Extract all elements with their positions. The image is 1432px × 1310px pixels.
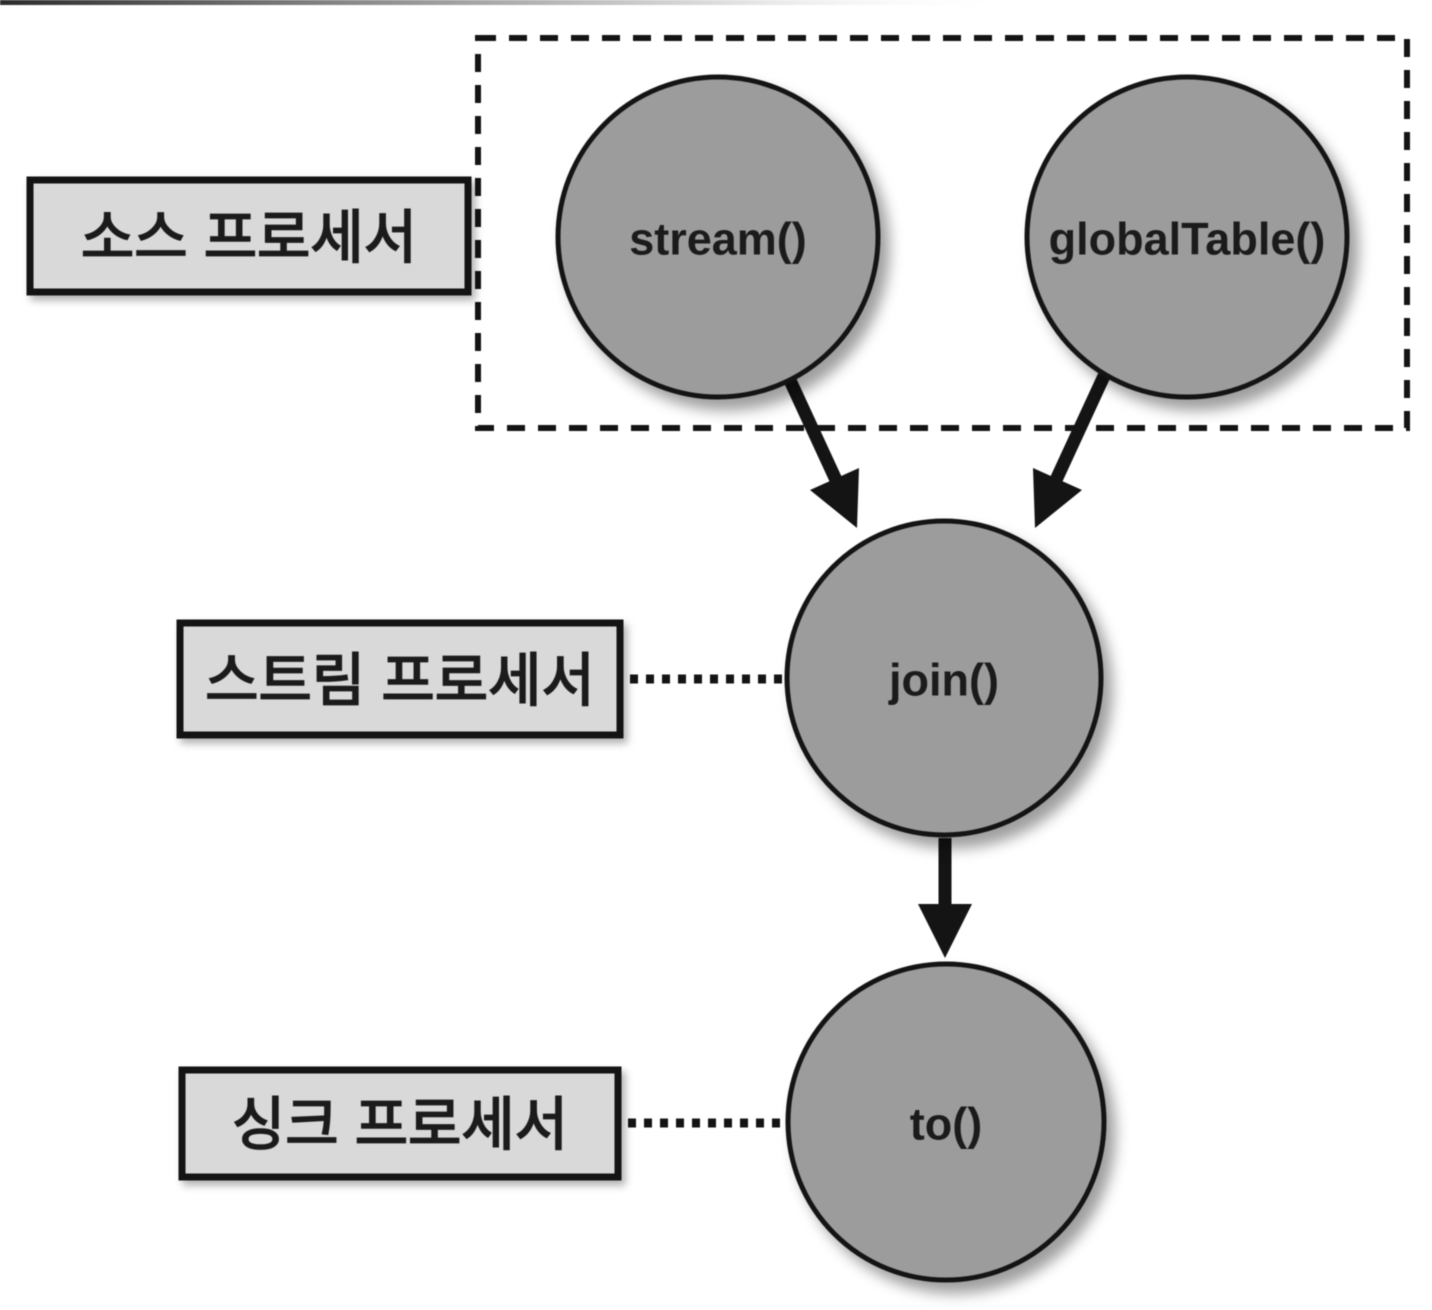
label-sink-processor: 싱크 프로세서 — [178, 1066, 622, 1181]
node-stream-label: stream() — [629, 214, 807, 265]
node-stream-circle — [555, 74, 881, 400]
node-join: join() — [784, 518, 1104, 838]
label-sink-processor-text: 싱크 프로세서 — [232, 1093, 568, 1158]
label-stream-processor: 스트림 프로세서 — [176, 619, 624, 739]
arrow-join-to-to — [918, 838, 972, 958]
arrow-stream-to-join — [782, 373, 859, 528]
node-join-label: join() — [888, 655, 999, 706]
label-stream-processor-box — [176, 619, 624, 739]
label-source-processor: 소스 프로세서 — [26, 176, 472, 296]
node-stream: stream() — [555, 74, 881, 400]
node-global-table-label: globalTable() — [1049, 214, 1326, 265]
label-sink-processor-box — [178, 1066, 622, 1181]
node-to: to() — [785, 961, 1107, 1283]
node-global-table-circle — [1024, 74, 1350, 400]
node-join-circle — [784, 518, 1104, 838]
arrow-globaltable-to-join — [1033, 373, 1110, 528]
label-source-processor-text: 소스 프로세서 — [81, 206, 417, 271]
node-to-label: to() — [910, 1099, 982, 1150]
node-global-table: globalTable() — [1024, 74, 1350, 400]
source-group-outline — [475, 35, 1410, 431]
label-stream-processor-text: 스트림 프로세서 — [205, 649, 595, 714]
label-source-processor-box — [26, 176, 472, 296]
node-to-circle — [785, 961, 1107, 1283]
top-edge-artifact — [0, 0, 1010, 5]
